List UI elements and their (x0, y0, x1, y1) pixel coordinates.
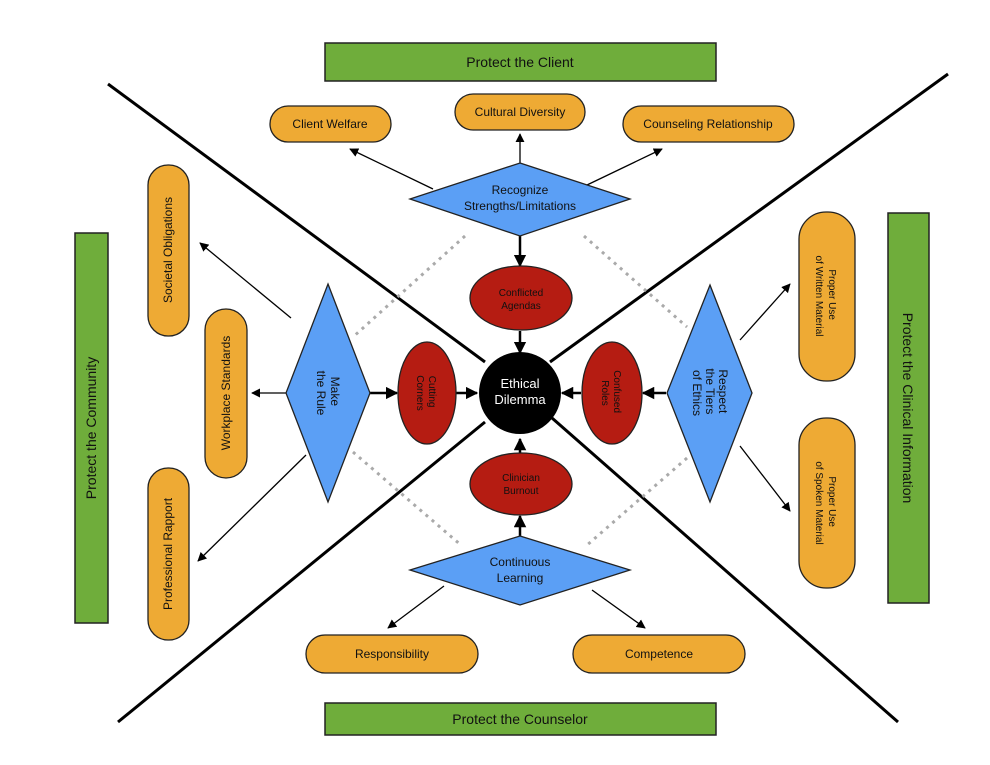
pill-proper-use-spoken: Proper Use of Spoken Material (798, 417, 856, 589)
divider-line-br (551, 416, 899, 724)
banner-top: Protect the Client (324, 42, 717, 82)
diamond-respect-tiers: Respect the Tiers of Ethics (666, 283, 753, 504)
svg-text:Continuous: Continuous (490, 555, 551, 569)
pill-proper-use-written: Proper Use of Written Material (798, 211, 856, 382)
dotted-connectors (351, 234, 688, 548)
svg-text:Societal Obligations: Societal Obligations (161, 197, 175, 303)
svg-text:Agendas: Agendas (501, 301, 540, 312)
svg-text:Confused Roles: Confused Roles (599, 370, 622, 416)
banner-left: Protect the Community (74, 232, 109, 624)
svg-text:Client Welfare: Client Welfare (292, 117, 367, 131)
ellipse-confused-roles: Confused Roles (581, 341, 643, 445)
svg-text:Protect the Counselor: Protect the Counselor (452, 711, 588, 727)
arrows-left (197, 242, 307, 562)
svg-text:Workplace Standards: Workplace Standards (219, 336, 233, 451)
svg-text:Strengths/Limitations: Strengths/Limitations (464, 199, 576, 213)
pill-counseling-relationship: Counseling Relationship (622, 105, 795, 143)
diamond-continuous-learning: Continuous Learning (407, 535, 633, 606)
svg-text:Proper Use of Written Ma: Proper Use of Written Material (813, 256, 837, 337)
arrows-bottom (387, 585, 646, 629)
svg-text:Proper Use of Spoken Mat: Proper Use of Spoken Material (813, 461, 837, 544)
banner-bottom: Protect the Counselor (324, 702, 717, 736)
svg-text:Dilemma: Dilemma (494, 392, 546, 407)
pill-workplace-standards: Workplace Standards (204, 308, 248, 479)
pill-competence: Competence (572, 634, 746, 674)
svg-text:Protect the Client: Protect the Client (466, 54, 573, 70)
pill-responsibility: Responsibility (305, 634, 479, 674)
svg-text:Ethical: Ethical (500, 376, 539, 391)
svg-text:Professional Rapport: Professional Rapport (161, 497, 175, 610)
svg-text:Recognize: Recognize (492, 183, 549, 197)
svg-text:Protect the Community: Protect the Community (83, 357, 99, 499)
pill-societal-obligations: Societal Obligations (147, 164, 190, 337)
diamond-recognize-strengths: Recognize Strengths/Limitations (407, 162, 633, 237)
ellipse-conflicted-agendas: Conflicted Agendas (469, 265, 573, 331)
svg-text:Clinician: Clinician (502, 473, 540, 484)
svg-text:Competence: Competence (625, 647, 693, 661)
svg-text:Burnout: Burnout (503, 486, 538, 497)
pill-cultural-diversity: Cultural Diversity (454, 93, 586, 131)
svg-text:Conflicted: Conflicted (499, 288, 543, 299)
arrows-top (349, 133, 663, 190)
ellipse-clinician-burnout: Clinician Burnout (469, 452, 573, 516)
divider-line-tr (549, 72, 949, 364)
svg-text:Counseling Relationship: Counseling Relationship (643, 117, 773, 131)
arrows-right (739, 283, 791, 512)
divider-line-bl (117, 420, 486, 724)
svg-text:Learning: Learning (497, 571, 544, 585)
svg-text:Respect the Tiers: Respect the Tiers of Ethics (690, 368, 730, 417)
pill-professional-rapport: Professional Rapport (147, 467, 190, 641)
banner-right: Protect the Clinical Information (887, 212, 930, 604)
svg-text:Protect the Clinical Informati: Protect the Clinical Information (900, 313, 916, 504)
svg-text:Cutting Corners: Cutting Corners (414, 375, 437, 411)
svg-text:Cultural Diversity: Cultural Diversity (475, 105, 566, 119)
pill-client-welfare: Client Welfare (269, 105, 392, 143)
svg-text:Make the Rule: Make the Rule (314, 371, 342, 416)
svg-text:Responsibility: Responsibility (355, 647, 429, 661)
ellipse-cutting-corners: Cutting Corners (397, 341, 457, 445)
center-ethical-dilemma: Ethical Dilemma (479, 352, 561, 434)
divider-line-tl (107, 82, 486, 364)
diamond-make-the-rule: Make the Rule (285, 282, 371, 504)
